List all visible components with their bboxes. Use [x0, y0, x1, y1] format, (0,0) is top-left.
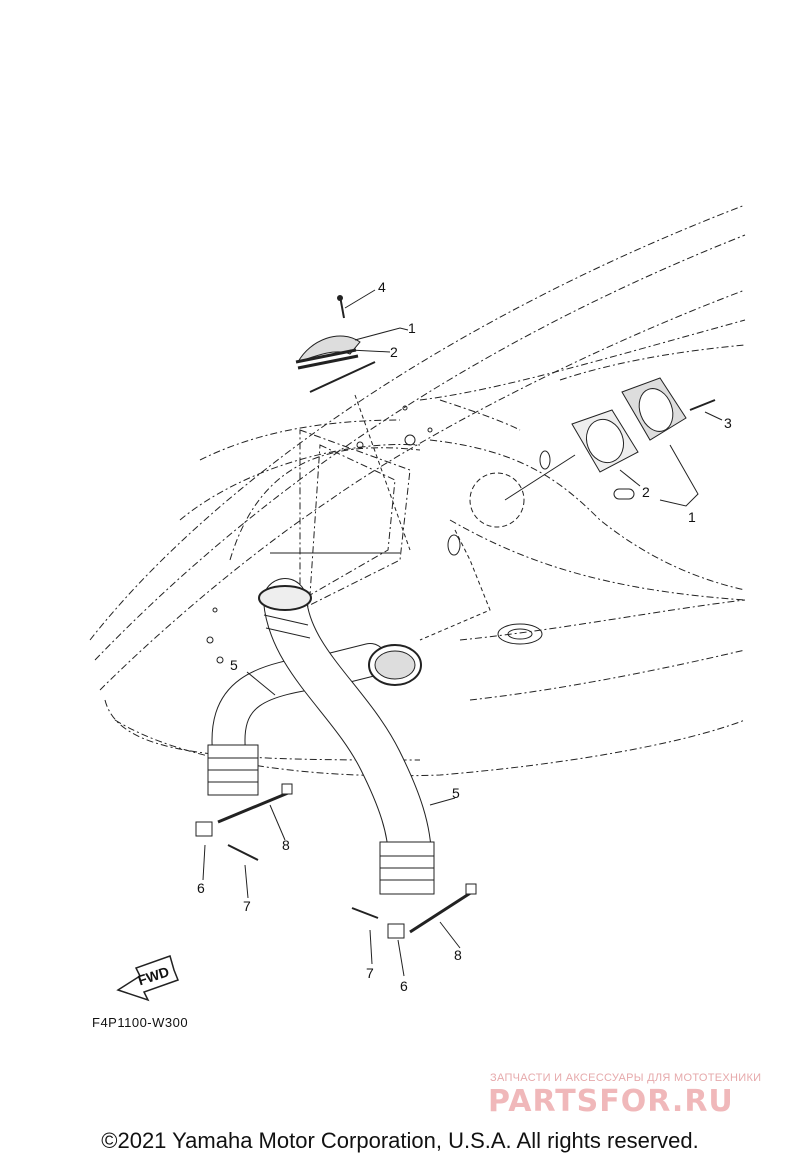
leader-dashed: [354, 394, 491, 641]
callout-2-right: 2: [642, 484, 650, 500]
callout-5-right: 5: [452, 785, 460, 801]
side-ventilation-duct: [571, 377, 716, 473]
callout-3: 3: [724, 415, 732, 431]
hull-outline: [89, 204, 746, 777]
callout-6-left: 6: [197, 880, 205, 896]
callout-7-bottom: 7: [366, 965, 374, 981]
watermark-logo: PARTSFOR.RU: [488, 1084, 734, 1119]
diagram-code: F4P1100-W300: [92, 1015, 189, 1030]
watermark-subtitle: ЗАПЧАСТИ И АКСЕССУАРЫ ДЛЯ МОТОТЕХНИКИ: [490, 1072, 762, 1084]
callout-7-left: 7: [243, 898, 251, 914]
callout-1-right: 1: [688, 509, 696, 525]
leader-lines: [202, 289, 723, 977]
callout-6-bottom: 6: [400, 978, 408, 994]
callout-4: 4: [378, 279, 386, 295]
callout-8-bottom: 8: [454, 947, 462, 963]
hull-details: [206, 405, 635, 664]
top-ventilation-cap: [295, 295, 376, 393]
copyright-notice: ©2021 Yamaha Motor Corporation, U.S.A. A…: [101, 1128, 699, 1153]
callout-2-top: 2: [390, 344, 398, 360]
callout-1-top: 1: [408, 320, 416, 336]
fwd-indicator: FWD: [116, 955, 179, 1002]
fasteners: [195, 783, 477, 939]
callout-8-left: 8: [282, 837, 290, 853]
callout-numbers: 1 2 4 3 2 1 5 5 8 6 7 7 6 8: [197, 279, 732, 994]
hose-right: [258, 578, 435, 895]
callout-5-left: 5: [230, 657, 238, 673]
